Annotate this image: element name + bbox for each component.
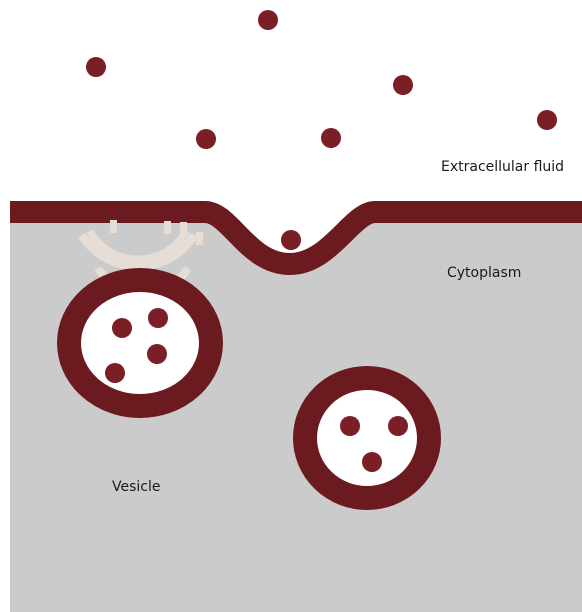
coat-tick xyxy=(196,232,203,245)
particle xyxy=(340,416,360,436)
label-cytoplasm: Cytoplasm xyxy=(447,265,521,281)
label-vesicle: Vesicle xyxy=(112,479,161,495)
particle xyxy=(258,10,278,30)
particle xyxy=(321,128,341,148)
particle xyxy=(388,416,408,436)
particle xyxy=(86,57,106,77)
vesicle-left-membrane xyxy=(69,280,211,406)
coat-tick xyxy=(180,222,187,235)
particle xyxy=(148,308,168,328)
invagination-particle xyxy=(281,230,301,250)
vesicle-right-membrane xyxy=(305,378,429,498)
particle xyxy=(105,363,125,383)
vesicle-right xyxy=(305,378,429,498)
coat-tick xyxy=(110,220,117,233)
particle xyxy=(362,452,382,472)
particle xyxy=(112,318,132,338)
particle xyxy=(196,129,216,149)
label-extracellular-fluid: Extracellular fluid xyxy=(441,159,564,175)
particle xyxy=(537,110,557,130)
particle xyxy=(393,75,413,95)
vesicle-left xyxy=(69,280,211,406)
particle xyxy=(147,344,167,364)
coat-tick xyxy=(164,221,171,234)
extracellular-particles xyxy=(86,10,557,149)
